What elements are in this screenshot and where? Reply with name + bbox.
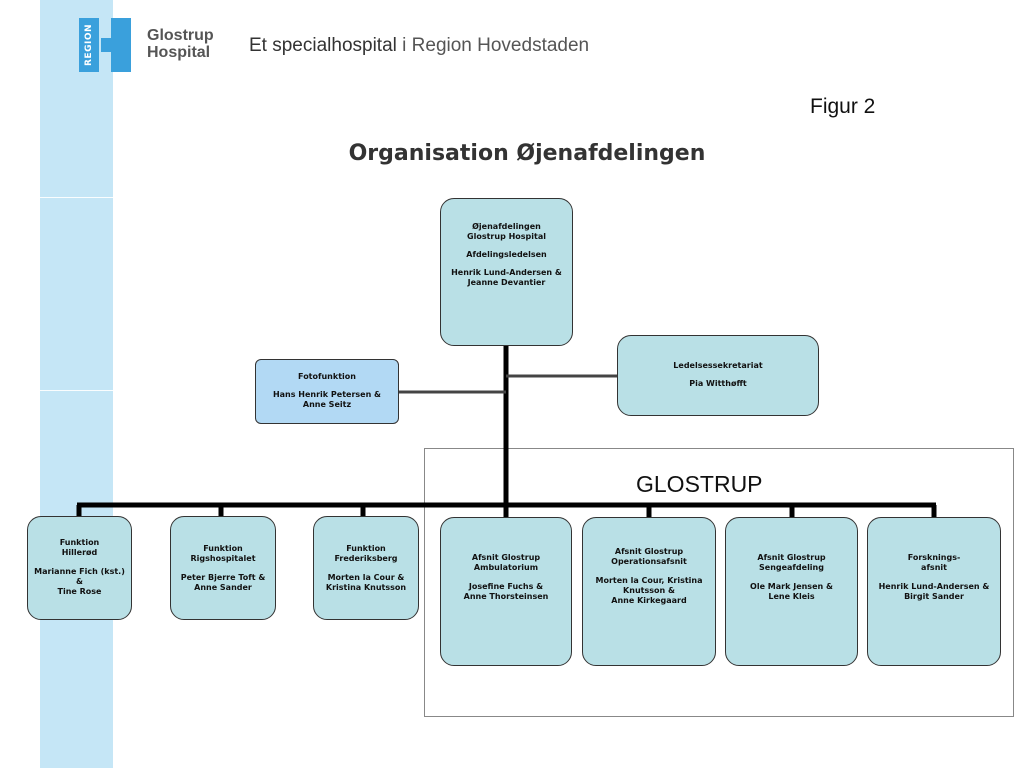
node-line: Øjenafdelingen xyxy=(472,222,541,231)
node-line: Hans Henrik Petersen & xyxy=(272,390,382,399)
hospital-name: Glostrup Hospital xyxy=(147,27,214,61)
node-line: Anne Thorsteinsen xyxy=(463,592,549,601)
node-line: Rigshospitalet xyxy=(190,554,256,563)
node-line: Lene Kleis xyxy=(768,592,815,601)
tagline-rest: i Region Hovedstaden xyxy=(396,35,590,56)
h-logo-icon xyxy=(101,18,131,72)
tagline-strong: Et specialhospital xyxy=(249,35,397,56)
node-line: Fotofunktion xyxy=(298,372,356,381)
node-funktion-rigshospitalet: Funktion Rigshospitalet Peter Bjerre Tof… xyxy=(170,516,276,620)
hospital-name-line2: Hospital xyxy=(147,44,211,61)
node-line: Henrik Lund-Andersen & xyxy=(878,582,990,591)
figure-label: Figur 2 xyxy=(810,95,876,118)
node-line: Afsnit Glostrup xyxy=(614,547,684,556)
node-line: Pia Witthøfft xyxy=(689,379,747,388)
hospital-tagline: Et specialhospital i Region Hovedstaden xyxy=(249,35,589,57)
node-line: Morten la Cour & xyxy=(327,573,405,582)
node-line: Funktion xyxy=(59,538,100,547)
node-afsnit-operationsafsnit: Afsnit Glostrup Operationsafsnit Morten … xyxy=(582,517,716,666)
node-line: Josefine Fuchs & xyxy=(468,582,544,591)
node-line: Afdelingsledelsen xyxy=(466,250,547,259)
node-line: Ole Mark Jensen & xyxy=(750,582,833,591)
node-line: afsnit xyxy=(921,563,947,572)
node-line: Forsknings- xyxy=(907,553,961,562)
hospital-name-line1: Glostrup xyxy=(147,27,214,44)
node-afsnit-ambulatorium: Afsnit Glostrup Ambulatorium Josefine Fu… xyxy=(440,517,572,666)
node-line: Operationsafsnit xyxy=(611,557,687,566)
region-logo-block xyxy=(79,18,99,72)
diagram-title: Organisation Øjenafdelingen xyxy=(348,141,706,166)
node-afdelingsledelse: Øjenafdelingen Glostrup Hospital Afdelin… xyxy=(440,198,573,346)
node-line: Ambulatorium xyxy=(473,563,539,572)
node-line: Anne Kirkegaard xyxy=(611,596,687,605)
node-ledelsessekretariat: Ledelsessekretariat Pia Witthøfft xyxy=(617,335,819,416)
node-line: Frederiksberg xyxy=(334,554,398,563)
node-line: Glostrup Hospital xyxy=(467,232,546,241)
node-line: Henrik Lund-Andersen & xyxy=(451,268,562,277)
node-line: Peter Bjerre Toft & xyxy=(180,573,266,582)
node-line: Marianne Fich (kst.) xyxy=(34,567,125,576)
node-line: Hillerød xyxy=(61,548,98,557)
node-line: Sengeafdeling xyxy=(759,563,824,572)
side-band xyxy=(40,0,113,768)
node-line: Kristina Knutsson xyxy=(325,583,407,592)
node-line: Jeanne Devantier xyxy=(467,278,546,287)
node-line: Ledelsessekretariat xyxy=(673,361,763,370)
band-divider xyxy=(40,390,113,391)
node-line: Afsnit Glostrup xyxy=(471,553,541,562)
node-line: Morten la Cour, Kristina xyxy=(595,576,703,585)
glostrup-frame xyxy=(424,448,1014,717)
node-funktion-frederiksberg: Funktion Frederiksberg Morten la Cour & … xyxy=(313,516,419,620)
region-logo: REGION xyxy=(79,18,131,72)
node-forskningsafsnit: Forsknings- afsnit Henrik Lund-Andersen … xyxy=(867,517,1001,666)
node-line: & xyxy=(76,577,83,586)
node-line: Anne Seitz xyxy=(302,400,352,409)
node-line: Knutsson & xyxy=(623,586,675,595)
node-line: Anne Sander xyxy=(194,583,252,592)
node-afsnit-sengeafdeling: Afsnit Glostrup Sengeafdeling Ole Mark J… xyxy=(725,517,858,666)
node-funktion-hillerod: Funktion Hillerød Marianne Fich (kst.) &… xyxy=(27,516,132,620)
band-divider xyxy=(40,197,113,198)
node-fotofunktion: Fotofunktion Hans Henrik Petersen & Anne… xyxy=(255,359,399,424)
node-line: Afsnit Glostrup xyxy=(757,553,826,562)
node-line: Birgit Sander xyxy=(904,592,964,601)
node-line: Funktion xyxy=(346,544,386,553)
node-line: Tine Rose xyxy=(57,587,102,596)
glostrup-label: GLOSTRUP xyxy=(636,471,763,497)
node-line: Funktion xyxy=(203,544,243,553)
